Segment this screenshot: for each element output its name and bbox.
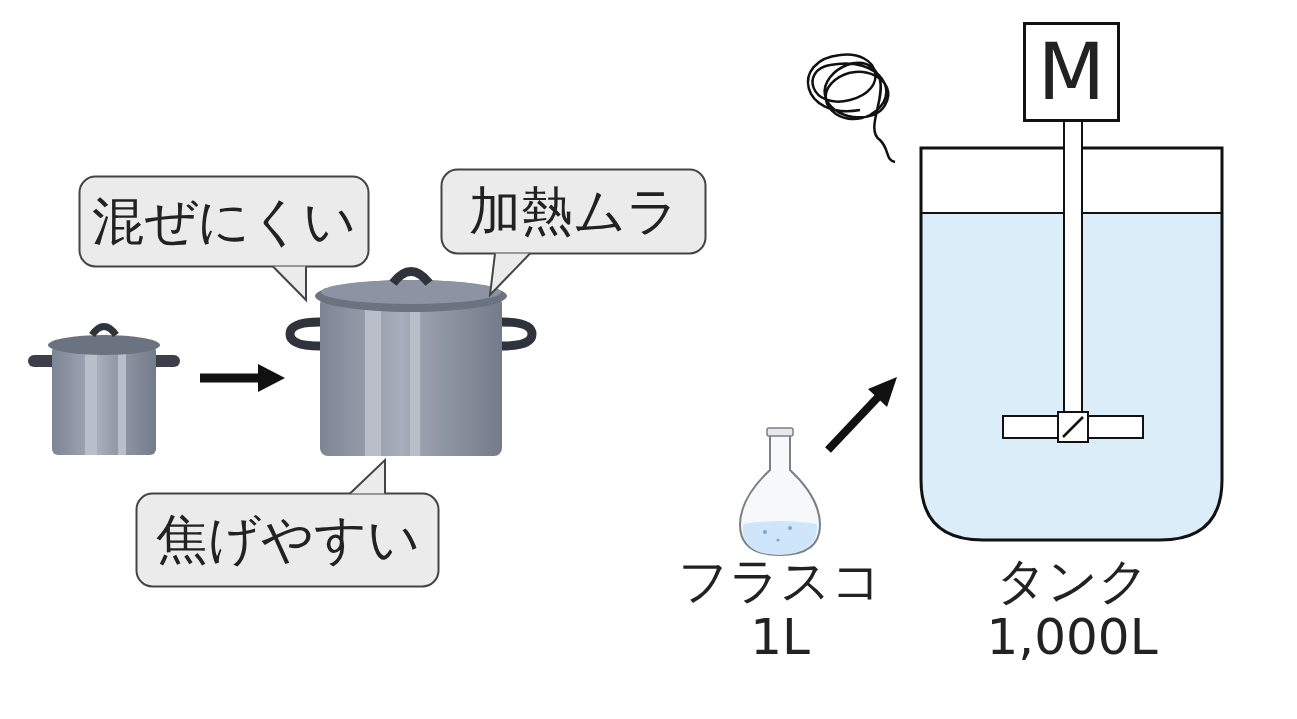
bubble-tail: [273, 267, 306, 301]
small-pot: [28, 327, 180, 456]
node-text: 混ぜにくい: [92, 187, 356, 257]
bubble-tail: [350, 460, 385, 494]
flask: [740, 428, 820, 555]
bubble-body: [137, 494, 439, 587]
bubble-tail-edge: [490, 254, 530, 296]
bubble-tail-edge: [350, 460, 385, 494]
bubble-body: [442, 170, 706, 254]
motor-box: [1025, 24, 1119, 121]
caption-label: 1,000L: [987, 608, 1158, 666]
speech-bubble: 焦げやすい: [135, 492, 440, 588]
caption-label: 1L: [750, 608, 810, 666]
speech-bubble: 加熱ムラ: [440, 168, 707, 255]
frustration-scribble: [808, 55, 895, 162]
node-text: 加熱ムラ: [469, 177, 679, 247]
motor-box: M: [1023, 22, 1120, 122]
speech-bubble: 混ぜにくい: [78, 175, 370, 268]
caption-label: フラスコ: [678, 548, 882, 615]
bubble-tail: [490, 254, 530, 296]
node-text: 焦げやすい: [156, 505, 420, 575]
arrow: [828, 377, 897, 450]
arrow: [200, 364, 285, 392]
large-pot: [290, 272, 532, 457]
node-text: M: [1038, 27, 1105, 117]
tank: [921, 110, 1222, 540]
bubble-tail-edge: [273, 267, 306, 301]
bubble-body: [80, 177, 369, 267]
caption-label: タンク: [996, 548, 1149, 615]
